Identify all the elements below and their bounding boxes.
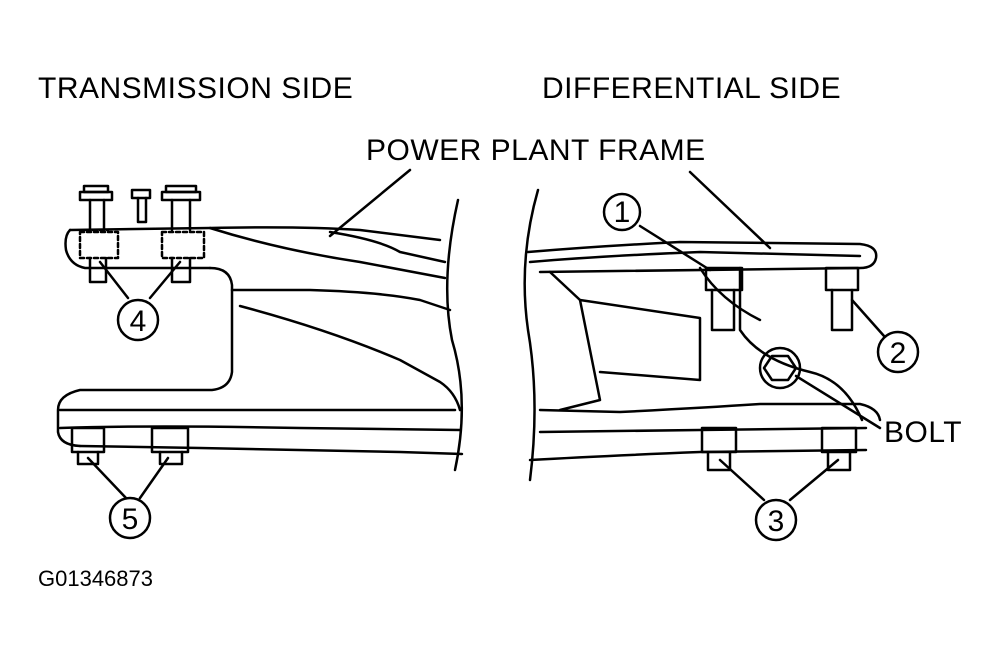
callout-5-number: 5 [122,503,139,536]
callout-2 [876,330,920,374]
bolt-group-3 [700,426,858,502]
differential-side-label: DIFFERENTIAL SIDE [542,72,842,105]
callout-4 [116,298,160,342]
bolt-1 [638,224,744,332]
callout-4-number: 4 [130,305,147,338]
frame-leader-left [328,168,412,238]
figure-code-label: G01346873 [38,566,153,591]
differential-side-frame [523,188,882,482]
bolt-group-5 [70,426,190,500]
callout-1 [602,192,642,232]
callout-2-number: 2 [890,337,907,370]
centre-bolt [758,346,882,430]
bolt-label: BOLT [884,416,963,449]
bolt-group-4 [78,184,206,300]
callout-5 [108,496,152,540]
bolt-2 [824,266,886,338]
transmission-side-label: TRANSMISSION SIDE [38,72,354,105]
callout-1-number: 1 [614,196,631,229]
callout-3-number: 3 [768,505,785,538]
frame-leader-right [688,170,772,250]
power-plant-frame-label: POWER PLANT FRAME [366,134,706,167]
callout-3 [754,498,798,542]
